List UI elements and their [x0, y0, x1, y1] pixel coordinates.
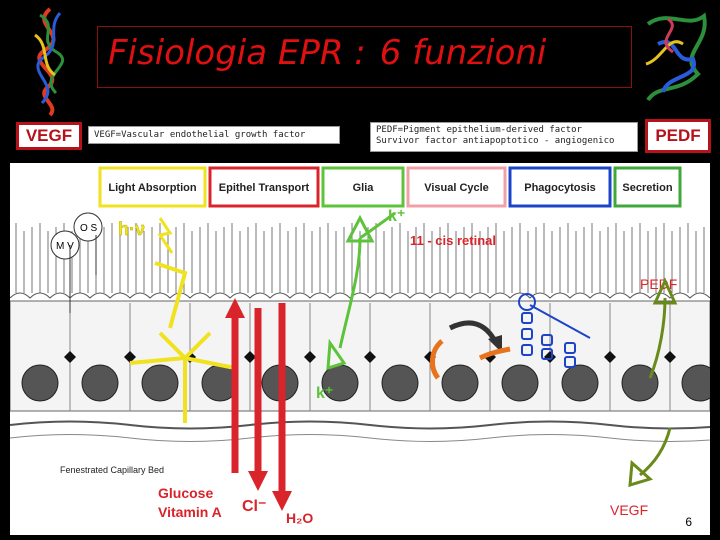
tight-junction: [664, 351, 676, 363]
tight-junction: [304, 351, 316, 363]
pedf-definition-line2: Survivor factor antiapoptotico - angioge…: [376, 136, 615, 146]
visual-cycle-arrow-orange: [430, 339, 444, 380]
cell-nucleus: [81, 364, 119, 402]
glia-arrow-up: [338, 237, 362, 349]
light-bolt-icon: [157, 217, 174, 254]
cell-nucleus: [381, 364, 419, 402]
function-label-3: Glia: [353, 182, 375, 194]
title-box: Fisiologia EPR : 6 funzioni: [97, 26, 632, 88]
cis-retinal-label: 11 - cis retinal: [410, 233, 496, 248]
capillary-bed-line: [9, 420, 720, 430]
vegf-secretion-label: VEGF: [610, 502, 648, 518]
title-part2: 6 funzioni: [379, 33, 547, 73]
tight-junction: [364, 351, 376, 363]
capillary-label: Fenestrated Capillary Bed: [60, 465, 164, 475]
pedf-definition: PEDF=Pigment epithelium-derived factor S…: [370, 122, 638, 152]
function-label-2: Epithel Transport: [219, 182, 310, 194]
light-arrow: [154, 261, 188, 329]
tight-junction: [604, 351, 616, 363]
function-box-1: [98, 166, 207, 208]
visual-cycle-arrow-dark: [448, 320, 498, 343]
rpe-diagram: Light Absorption Epithel Transport Glia Vis…: [9, 163, 720, 535]
protein-structure-image-right: [638, 4, 714, 108]
phagosome-disc: [521, 328, 533, 340]
pedf-definition-line1: PEDF=Pigment epithelium-derived factor: [376, 125, 582, 135]
phagosome-disc: [521, 312, 533, 324]
microvilli-row: [9, 292, 711, 299]
mv-label: M V: [56, 241, 74, 252]
mv-circle: [50, 230, 80, 260]
cell-nucleus: [21, 364, 59, 402]
h2o-label: H₂O: [286, 510, 313, 526]
cell-nucleus: [141, 364, 179, 402]
vegf-tag: VEGF: [16, 122, 82, 150]
cell-nucleus: [561, 364, 599, 402]
k-bottom-label: k⁺: [316, 385, 333, 402]
phagosome-disc: [541, 348, 553, 360]
vegf-secretion-arrow: [639, 427, 672, 477]
function-box-3: [321, 166, 405, 208]
function-box-4: [406, 166, 507, 208]
function-box-5: [508, 166, 612, 208]
os-label: O S: [80, 223, 98, 234]
cell-nucleus: [501, 364, 539, 402]
tight-junction: [244, 351, 256, 363]
cl-label: Cl⁻: [242, 498, 266, 515]
slide-number: 6: [685, 515, 692, 529]
function-label-4: Visual Cycle: [424, 182, 489, 194]
cell-nucleus: [441, 364, 479, 402]
function-label-1: Light Absorption: [108, 182, 196, 194]
os-circle: [73, 212, 103, 242]
pedf-secretion-label: PEDF: [640, 276, 677, 292]
pedf-tag: PEDF: [645, 119, 711, 153]
function-label-5: Phagocytosis: [524, 182, 596, 194]
phagosome-disc: [564, 342, 576, 354]
function-box-2: [208, 166, 320, 208]
hv-label: h·ν: [118, 219, 145, 239]
pedf-secretion-arrow: [648, 297, 667, 379]
function-label-6: Secretion: [622, 182, 672, 194]
phagosome-disc: [541, 334, 553, 346]
tight-junction: [64, 351, 76, 363]
phagosome-disc: [521, 344, 533, 356]
phagosome-disc: [564, 356, 576, 368]
slide-title: Fisiologia EPR : 6 funzioni: [98, 33, 631, 73]
tight-junction: [124, 351, 136, 363]
title-part1: Fisiologia EPR :: [108, 33, 366, 73]
phagosome-icon: [518, 293, 536, 311]
vegf-definition: VEGF=Vascular endothelial growth factor: [88, 126, 340, 144]
glucose-label: Glucose: [158, 485, 213, 501]
vitamin-a-label: Vitamin A: [158, 504, 222, 520]
function-box-6: [613, 166, 682, 208]
protein-structure-image-left: [20, 5, 80, 117]
cell-nucleus: [621, 364, 659, 402]
k-top-label: k⁺: [388, 208, 405, 225]
